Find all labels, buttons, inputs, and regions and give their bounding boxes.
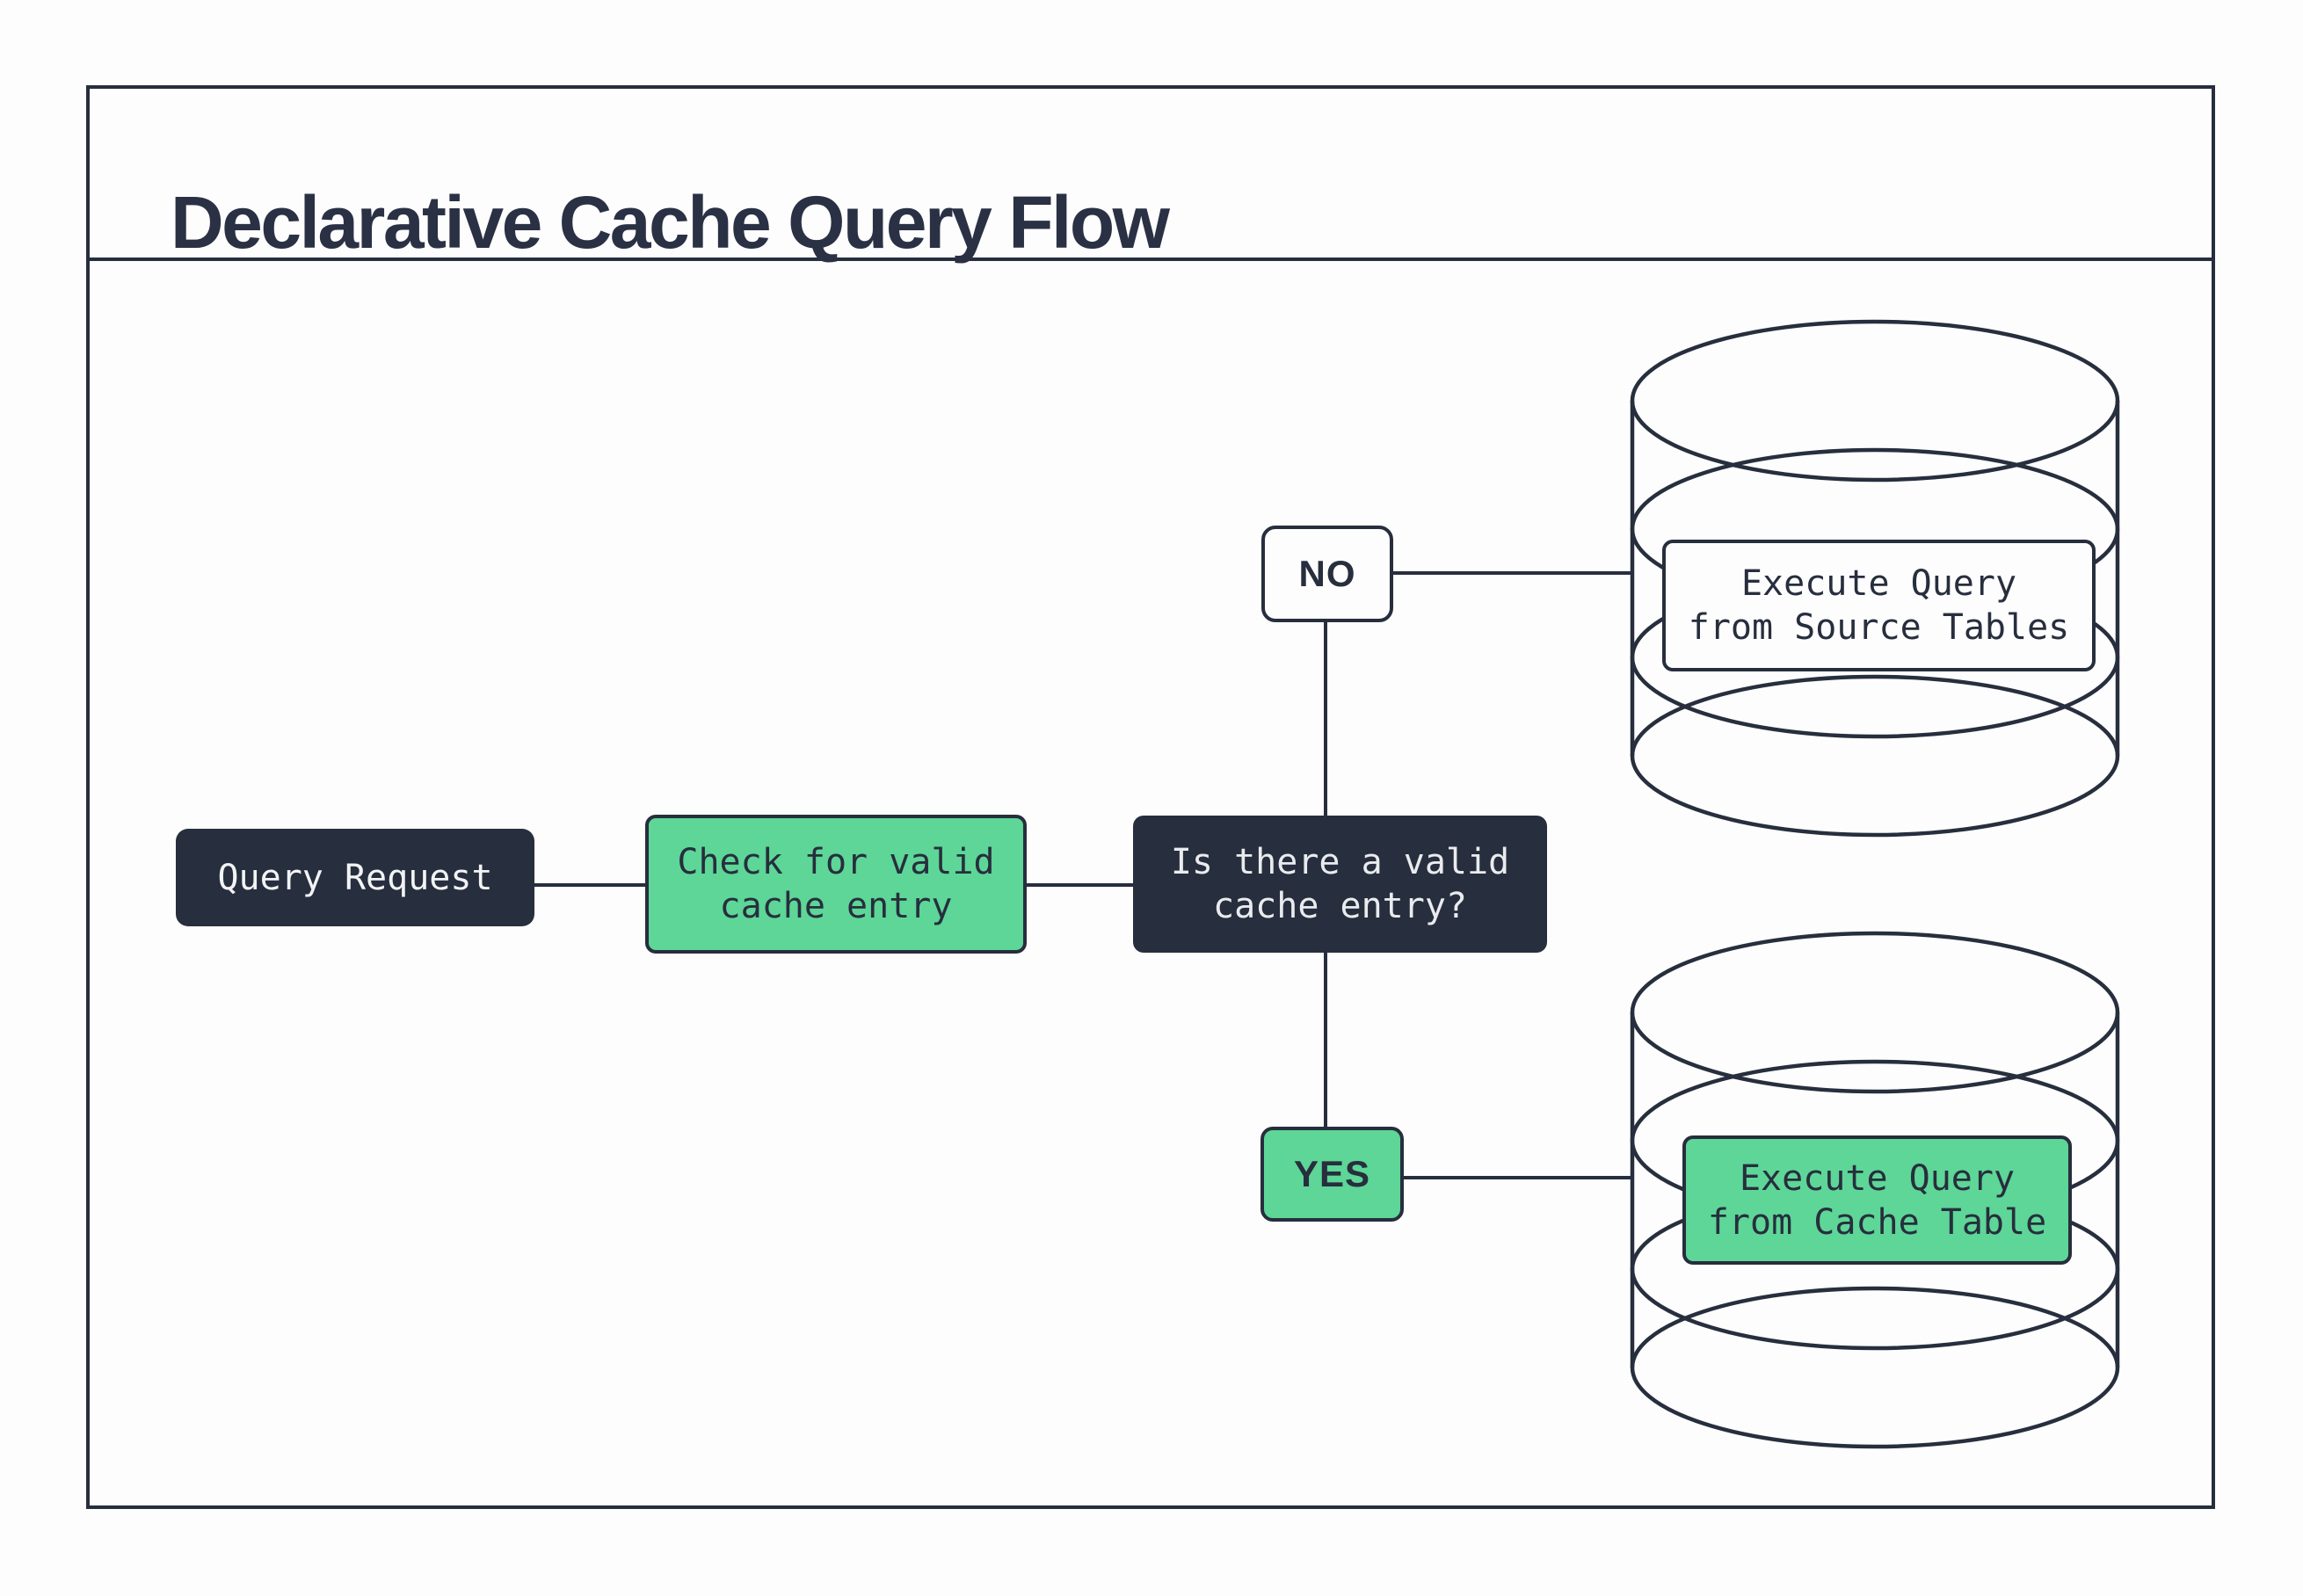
branch-label-no: NO — [1261, 526, 1393, 622]
node-execute-cache: Execute Query from Cache Table — [1682, 1135, 2072, 1265]
node-check-cache: Check for valid cache entry — [645, 815, 1027, 954]
branch-no-text: NO — [1298, 553, 1356, 594]
page-title: Declarative Cache Query Flow — [171, 180, 1170, 264]
node-query-request-label: Query Request — [217, 857, 493, 898]
node-decision: Is there a valid cache entry? — [1133, 816, 1547, 953]
execute-source-line2: from Source Tables — [1688, 607, 2070, 648]
node-query-request: Query Request — [176, 829, 534, 926]
connector-query-to-check — [534, 883, 645, 887]
database-cylinder-icon — [1630, 931, 2120, 1449]
execute-cache-line1: Execute Query — [1739, 1157, 2016, 1199]
branch-label-yes: YES — [1260, 1127, 1404, 1222]
connector-check-to-decision — [1027, 883, 1133, 887]
connector-no-to-source-db — [1393, 571, 1632, 575]
node-check-cache-line1: Check for valid — [677, 842, 995, 882]
cache-database — [1629, 930, 2121, 1450]
connector-decision-to-no — [1324, 620, 1327, 816]
execute-source-line1: Execute Query — [1740, 563, 2017, 604]
connector-yes-to-cache-db — [1404, 1176, 1632, 1179]
node-execute-source: Execute Query from Source Tables — [1662, 540, 2096, 671]
branch-yes-text: YES — [1293, 1153, 1371, 1194]
header-divider — [86, 258, 2215, 261]
connector-decision-to-yes — [1324, 953, 1327, 1127]
execute-cache-line2: from Cache Table — [1707, 1201, 2047, 1243]
node-decision-line1: Is there a valid — [1170, 842, 1510, 882]
node-decision-line2: cache entry? — [1213, 886, 1467, 926]
node-check-cache-line2: cache entry — [719, 886, 953, 926]
